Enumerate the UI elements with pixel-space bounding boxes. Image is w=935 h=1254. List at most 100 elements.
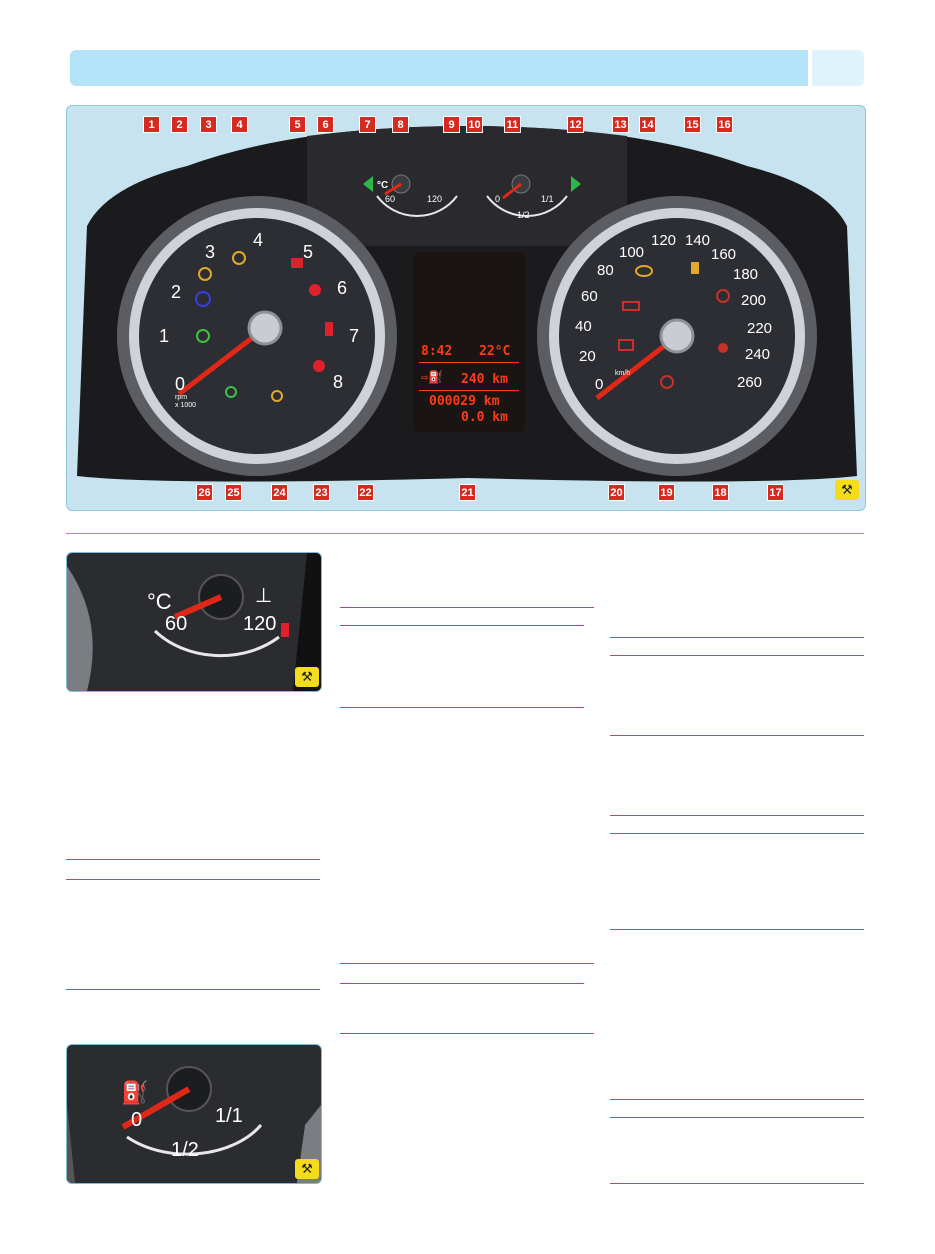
speedo-number-240: 240 (745, 346, 771, 363)
page-number-tab (812, 50, 864, 86)
callout-22: 22 (357, 484, 374, 501)
callout-12: 12 (567, 116, 584, 133)
speedo-number-40: 40 (575, 318, 592, 335)
temp-gauge-photo: °C 60 120 ⊥ ⚒ (66, 552, 322, 692)
rule-right-8 (610, 1117, 864, 1118)
callout-3: 3 (200, 116, 217, 133)
rule-left-2 (66, 879, 320, 880)
speedo-number-220: 220 (747, 320, 773, 337)
temp-gauge-arc (376, 195, 458, 217)
rule-mid-3 (340, 707, 584, 708)
speedo-number-160: 160 (711, 246, 737, 263)
callout-13: 13 (612, 116, 629, 133)
right-turn-arrow (571, 176, 581, 192)
tacho-number-2: 2 (171, 282, 182, 302)
speedo-number-100: 100 (619, 244, 645, 261)
callout-18: 18 (712, 484, 729, 501)
tacho-number-7: 7 (349, 326, 360, 346)
section-divider (66, 533, 864, 534)
airbag-lamp (325, 322, 333, 336)
rule-left-3 (66, 989, 320, 990)
tacho-number-1: 1 (159, 326, 170, 346)
fuel-gauge-needle (502, 182, 522, 200)
instrument-cluster-figure: 0 1 2 3 4 5 6 7 8 rpm x 1000 0 20 40 60 … (66, 105, 866, 511)
rule-mid-4 (340, 963, 594, 964)
callout-4: 4 (231, 116, 248, 133)
fuel-gauge-photo-art (67, 1066, 321, 1183)
speedo-number-260: 260 (737, 374, 763, 391)
fuel-photo-arc (126, 1124, 263, 1156)
speedo-number-0: 0 (595, 376, 604, 393)
temp-gauge-min: 60 (385, 194, 396, 204)
side-light-lamp (196, 329, 210, 343)
lcd-time: 8:42 (421, 344, 453, 359)
mechanic-icon: ⚒ (835, 480, 859, 500)
cruise-lamp (232, 251, 246, 265)
temp-photo-needle (173, 594, 223, 620)
speedo-number-120: 120 (651, 232, 677, 249)
fuel-gauge-arc (486, 195, 568, 217)
rule-mid-2 (340, 625, 584, 626)
temp-gauge-max: 120 (427, 194, 443, 204)
charge-lamp (618, 339, 634, 351)
temp-photo-coolant-icon: ⊥ (255, 583, 273, 607)
speedo-number-200: 200 (741, 292, 767, 309)
temp-photo-max: 120 (243, 613, 277, 635)
callout-5: 5 (289, 116, 306, 133)
callout-26: 26 (196, 484, 213, 501)
tacho-number-5: 5 (303, 242, 314, 262)
tacho-number-6: 6 (337, 278, 348, 298)
mechanic-icon-fuel: ⚒ (295, 1159, 319, 1179)
low-fuel-lamp (691, 262, 699, 274)
callout-7: 7 (359, 116, 376, 133)
fuel-photo-max: 1/1 (215, 1105, 243, 1127)
callout-23: 23 (313, 484, 330, 501)
callout-2: 2 (171, 116, 188, 133)
callout-19: 19 (658, 484, 675, 501)
callout-17: 17 (767, 484, 784, 501)
lcd-range: 240 km (461, 372, 508, 387)
speedo-number-140: 140 (685, 232, 711, 249)
tacho-needle (177, 326, 267, 396)
callout-11: 11 (504, 116, 521, 133)
abs-lamp (716, 289, 730, 303)
engine-lamp (635, 265, 653, 277)
lcd-separator (419, 362, 519, 363)
tacho-number-4: 4 (253, 230, 264, 250)
temp-gauge-needle (384, 182, 402, 196)
upper-pod (307, 126, 627, 246)
speedo-number-180: 180 (733, 266, 759, 283)
callout-20: 20 (608, 484, 625, 501)
callout-8: 8 (392, 116, 409, 133)
front-fog-lamp (225, 386, 237, 398)
speedo-number-80: 80 (597, 262, 614, 279)
battery-lamp (622, 301, 640, 311)
temp-gauge-symbol: °C (377, 180, 389, 191)
instrument-cluster-illustration (77, 126, 857, 482)
fuel-gauge-min: 0 (495, 194, 501, 204)
callout-9: 9 (443, 116, 460, 133)
callout-24: 24 (271, 484, 288, 501)
rule-mid-1 (340, 607, 594, 608)
tacho-unit: rpm x 1000 (175, 394, 196, 410)
fuel-photo-half: 1/2 (171, 1139, 199, 1161)
header-bar (70, 50, 808, 86)
glow-plug-lamp (198, 267, 212, 281)
tacho-hub (247, 310, 283, 346)
temp-photo-symbol: °C (147, 589, 172, 614)
rear-fog-lamp (271, 390, 283, 402)
tacho-number-8: 8 (333, 372, 344, 392)
high-beam-lamp (195, 291, 211, 307)
oil-lamp (309, 284, 321, 296)
fuel-photo-pump-icon: ⛽ (121, 1081, 149, 1106)
temp-photo-redzone (281, 623, 289, 637)
fuel-gauge-max: 1/1 (541, 194, 554, 204)
lcd-temperature: 22°C (479, 344, 511, 359)
rule-mid-5 (340, 983, 584, 984)
left-turn-arrow (363, 176, 373, 192)
rule-right-3 (610, 735, 864, 736)
speedo-hub (659, 318, 695, 354)
fuel-photo-min: 0 (131, 1109, 143, 1131)
rule-right-4 (610, 815, 864, 816)
rule-right-2 (610, 655, 864, 656)
